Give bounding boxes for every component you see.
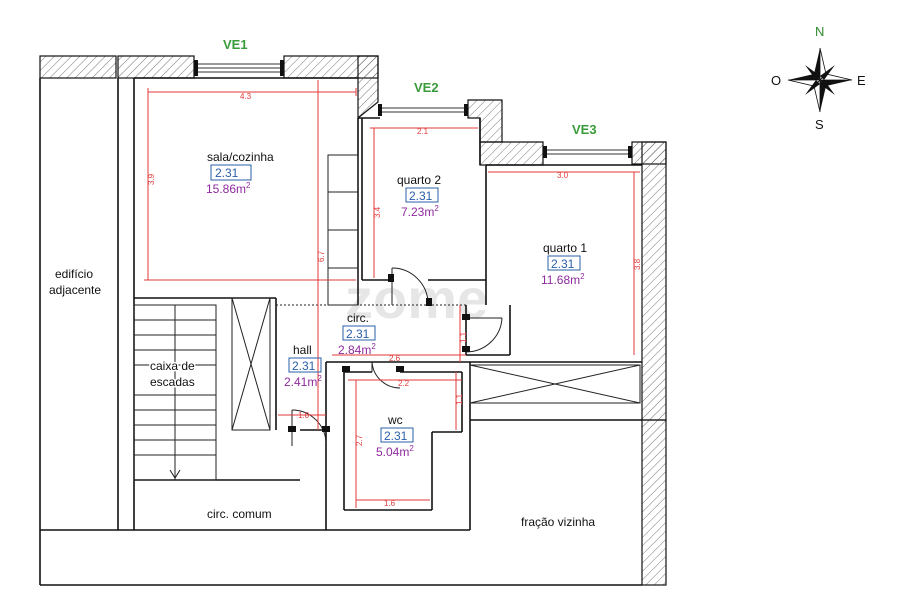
room-area: 7.23m2: [401, 204, 439, 219]
dim-circ-height: 1.1: [459, 331, 468, 343]
room-wc: wc 2.31 5.04m2: [376, 413, 414, 459]
wall-right-upper: [641, 141, 667, 421]
wall-top-left-2: [117, 55, 195, 79]
dim-long-height: 6.7: [317, 250, 326, 262]
room-hall: hall 2.31 2.41m2: [284, 343, 322, 389]
room-sala-cozinha: sala/cozinha 2.31 15.86m2: [206, 150, 274, 196]
room-area: 5.04m2: [376, 444, 414, 459]
compass-west-label: O: [771, 73, 781, 88]
dim-wc-width: 2.2: [398, 379, 410, 388]
window-ve1: [194, 60, 284, 76]
dim-q2-height: 3.4: [373, 206, 382, 218]
room-name: hall: [293, 343, 312, 357]
shafts: [231, 297, 641, 431]
area-fracao-vizinha: fração vizinha: [521, 515, 595, 529]
wall-ve3-left: [479, 141, 544, 166]
compass-rose: [787, 47, 853, 113]
dim-circ-width: 2.6: [389, 354, 401, 363]
dim-hall-door: 1.0: [298, 411, 310, 420]
room-height: 2.31: [215, 166, 239, 180]
dim-q1-height: 3.8: [633, 258, 642, 270]
wall-notch-ve1: [357, 55, 379, 120]
room-area: 2.84m2: [338, 342, 376, 357]
window-label-ve1: VE1: [223, 37, 248, 52]
dim-q1-width: 3.0: [557, 171, 569, 180]
room-height: 2.31: [292, 359, 316, 373]
area-escadas-line2: escadas: [150, 375, 195, 389]
room-quarto-2: quarto 2 2.31 7.23m2: [397, 173, 441, 219]
window-ve2: [378, 104, 468, 116]
dim-wc-bottom: 1.6: [384, 499, 396, 508]
compass-east-label: E: [857, 73, 866, 88]
room-circ: circ. 2.31 2.84m2: [338, 311, 376, 357]
window-label-ve3: VE3: [572, 122, 597, 137]
wall-top-left: [39, 55, 117, 79]
dim-sala-height: 3.9: [147, 173, 156, 185]
room-name: circ.: [347, 311, 369, 325]
area-escadas-line1: caixa de: [150, 359, 195, 373]
dim-wc-small-height: 1.1: [455, 393, 464, 405]
room-height: 2.31: [346, 327, 370, 341]
area-edificio-line2: adjacente: [49, 283, 101, 297]
compass-north-label: N: [815, 24, 824, 39]
area-circ-comum: circ. comum: [207, 507, 272, 521]
dim-wc-height: 2.7: [355, 434, 364, 446]
room-name: wc: [387, 413, 403, 427]
room-name: sala/cozinha: [207, 150, 274, 164]
room-area: 11.68m2: [541, 272, 585, 287]
room-area: 15.86m2: [206, 181, 251, 196]
wall-right-lower: [641, 419, 667, 586]
room-name: quarto 2: [397, 173, 441, 187]
area-edificio-line1: edifício: [55, 267, 93, 281]
doors: [288, 267, 503, 446]
room-height: 2.31: [551, 257, 575, 271]
room-name: quarto 1: [543, 241, 587, 255]
kitchen-cabinets: [327, 154, 359, 306]
compass-south-label: S: [815, 117, 824, 132]
dim-q2-width: 2.1: [417, 127, 429, 136]
room-height: 2.31: [409, 189, 433, 203]
window-ve3: [543, 146, 632, 158]
wall-ve2-right: [467, 99, 503, 143]
room-quarto-1: quarto 1 2.31 11.68m2: [541, 241, 587, 287]
stairs: [133, 304, 217, 481]
room-area: 2.41m2: [284, 374, 322, 389]
room-height: 2.31: [384, 429, 408, 443]
dim-sala-width: 4.3: [240, 92, 252, 101]
window-label-ve2: VE2: [414, 80, 439, 95]
